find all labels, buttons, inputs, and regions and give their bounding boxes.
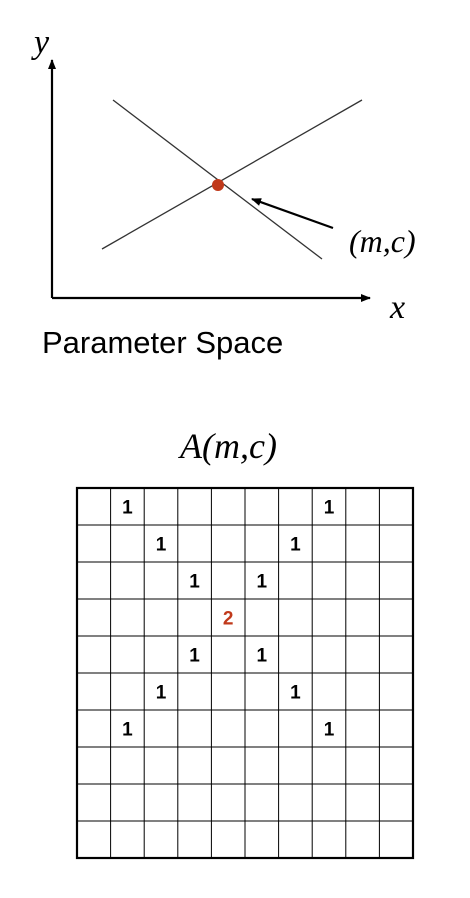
x-axis-label: x — [389, 289, 405, 326]
accumulator-cell: 1 — [257, 646, 268, 667]
accumulator-cell: 1 — [122, 498, 133, 519]
accumulator-cell: 1 — [189, 572, 200, 593]
accumulator-peak-cell: 2 — [223, 609, 234, 630]
accumulator-cell: 1 — [189, 646, 200, 667]
accumulator-cell: 1 — [290, 683, 301, 704]
parameter-space-caption: Parameter Space — [42, 325, 283, 360]
accumulator-cell: 1 — [156, 683, 167, 704]
accumulator-border — [75, 486, 415, 860]
accumulator-cell: 1 — [257, 572, 268, 593]
accumulator-cell: 1 — [324, 498, 335, 519]
accumulator-cell: 1 — [122, 720, 133, 741]
accumulator-grid — [77, 488, 413, 858]
accumulator: A(m,c) 1 1 1 1 1 1 2 1 1 1 1 1 1 — [75, 426, 415, 860]
accumulator-cell: 1 — [324, 720, 335, 741]
accumulator-title: A(m,c) — [178, 426, 277, 466]
accumulator-cell-values: 1 1 1 1 1 1 2 1 1 1 1 1 1 — [122, 498, 335, 741]
intersection-point — [212, 179, 224, 191]
parameter-space-plot: y x (m,c) Parameter Space — [31, 24, 416, 360]
y-axis-label: y — [31, 24, 50, 61]
line-ascending — [101, 99, 363, 250]
accumulator-cell: 1 — [290, 535, 301, 556]
point-label: (m,c) — [349, 223, 416, 259]
pointer-arrow — [251, 197, 334, 230]
accumulator-cell: 1 — [156, 535, 167, 556]
